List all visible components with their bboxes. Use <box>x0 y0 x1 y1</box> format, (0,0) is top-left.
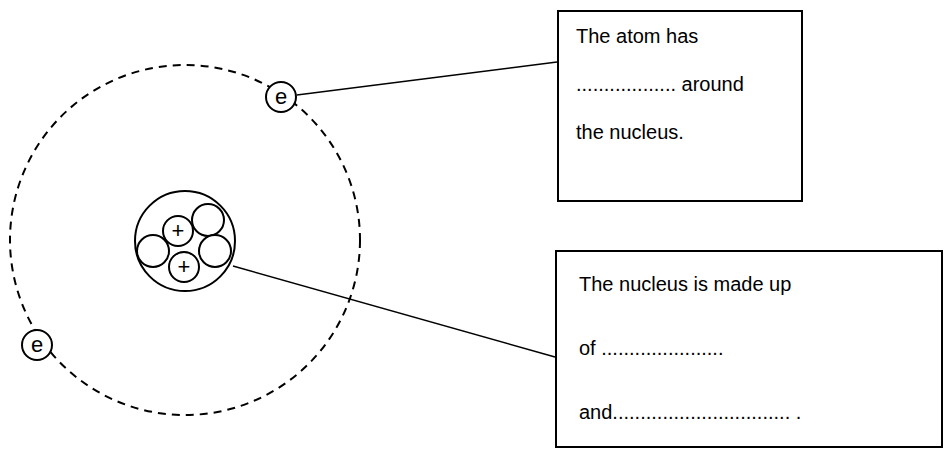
proton-circle: + <box>162 215 194 247</box>
particle-symbol: + <box>178 256 191 278</box>
prompt-text: The nucleus is made up of ..............… <box>579 252 807 444</box>
electron-circle: e <box>265 81 297 113</box>
neutron-circle <box>192 204 224 236</box>
neutron-circle <box>199 235 231 267</box>
particle-symbol: e <box>31 334 43 356</box>
electron-orbit <box>10 65 360 415</box>
leader-line <box>297 62 557 95</box>
proton-circle: + <box>168 251 200 283</box>
particle-symbol: + <box>172 220 185 242</box>
nucleus-circle <box>135 191 235 291</box>
prompt-text: The atom has .................. around t… <box>576 12 764 156</box>
answer-box: The atom has .................. around t… <box>557 10 803 202</box>
answer-box: The nucleus is made up of ..............… <box>555 250 943 448</box>
leader-line <box>233 266 555 357</box>
electron-circle: e <box>21 329 53 361</box>
particle-symbol: e <box>275 86 287 108</box>
